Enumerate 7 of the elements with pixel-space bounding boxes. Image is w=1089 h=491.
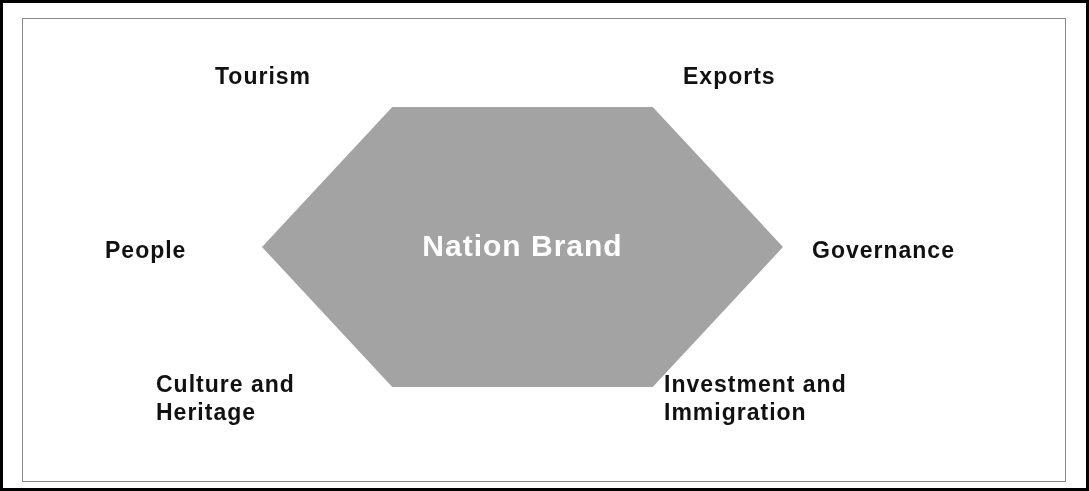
category-label: Investment and Immigration <box>664 370 848 426</box>
category-label: Governance <box>812 236 955 264</box>
category-label: Tourism <box>215 62 312 90</box>
category-label: People <box>105 236 187 264</box>
node-label: Nation Brand <box>421 229 624 263</box>
category-label: Culture and Heritage <box>156 370 296 426</box>
category-label: Exports <box>683 62 776 90</box>
